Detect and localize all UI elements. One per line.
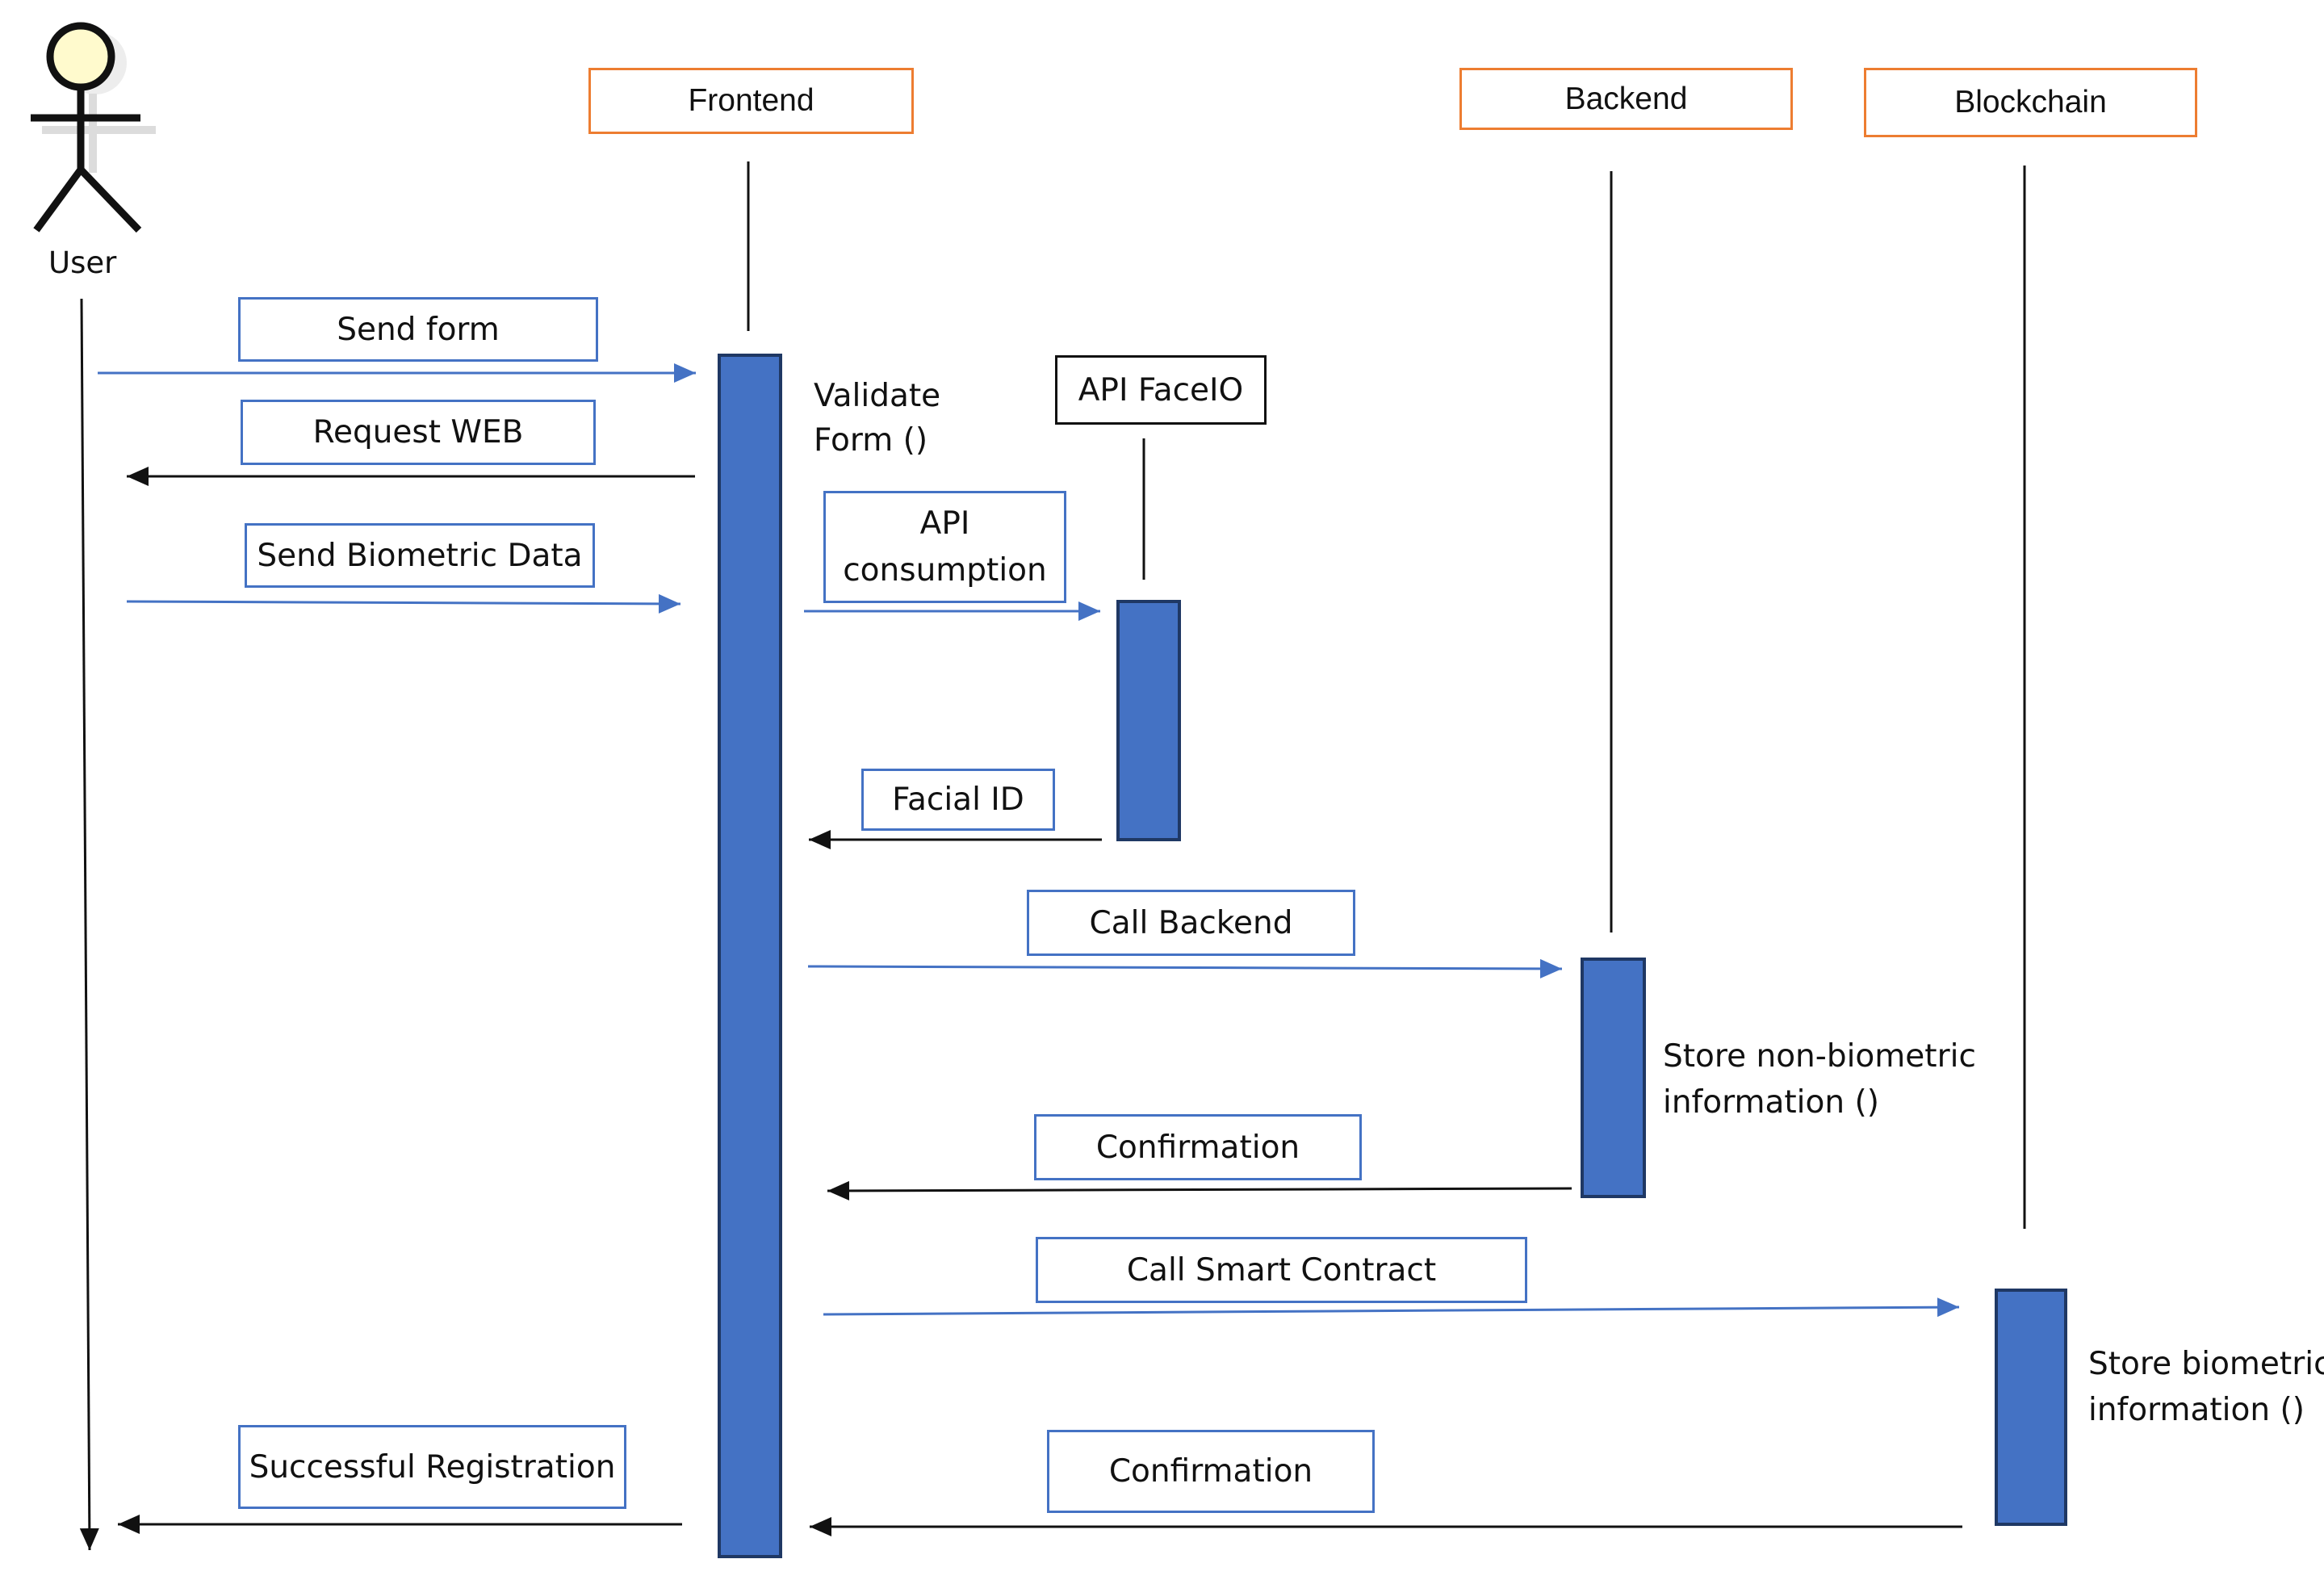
participant-backend: Backend [1459,68,1793,130]
note-store-biometric: Store biometric information () [2088,1341,2324,1433]
participant-blockchain: Blockchain [1864,68,2197,137]
confirmation-backend-arrow [827,1180,1572,1201]
note-store-non-biometric: Store non-biometric information () [1663,1033,1976,1125]
send-biometric-arrow [126,593,681,614]
message-facial-id: Facial ID [861,769,1055,831]
frontend-activation-bar [718,354,782,1558]
note-store-non-biometric-line-1: Store non-biometric [1663,1038,1976,1075]
participant-api-faceio: API FaceIO [1055,355,1267,425]
message-call-backend: Call Backend [1027,890,1355,956]
backend-activation-bar [1581,958,1646,1198]
message-call-smart-contract: Call Smart Contract [1036,1237,1527,1303]
note-store-non-biometric-line-2: information () [1663,1084,1879,1121]
user-lifeline [79,298,99,1551]
message-successful-registration: Successful Registration [238,1425,626,1509]
message-confirmation-backend: Confirmation [1034,1114,1362,1180]
faceio-activation-bar [1116,600,1181,841]
note-validate-form-line-1: Validate [814,378,941,414]
message-confirmation-blockchain: Confirmation [1047,1430,1375,1513]
message-api-consumption: API consumption [823,491,1066,603]
message-api-consumption-line-2: consumption [843,551,1047,589]
call-backend-arrow [807,958,1563,979]
note-validate-form: Validate Form () [814,374,940,463]
note-store-biometric-line-2: information () [2088,1392,2305,1428]
participant-frontend: Frontend [588,68,914,134]
message-send-form: Send form [238,297,598,362]
user-actor-label: User [48,245,117,280]
message-api-consumption-line-1: API [919,505,970,542]
user-actor-icon [31,22,156,233]
message-send-biometric-data: Send Biometric Data [245,523,595,588]
call-smart-contract-arrow [823,1297,1960,1318]
blockchain-activation-bar [1995,1289,2067,1526]
message-request-web: Request WEB [241,400,596,465]
note-store-biometric-line-1: Store biometric [2088,1346,2324,1382]
note-validate-form-line-2: Form () [814,422,928,459]
